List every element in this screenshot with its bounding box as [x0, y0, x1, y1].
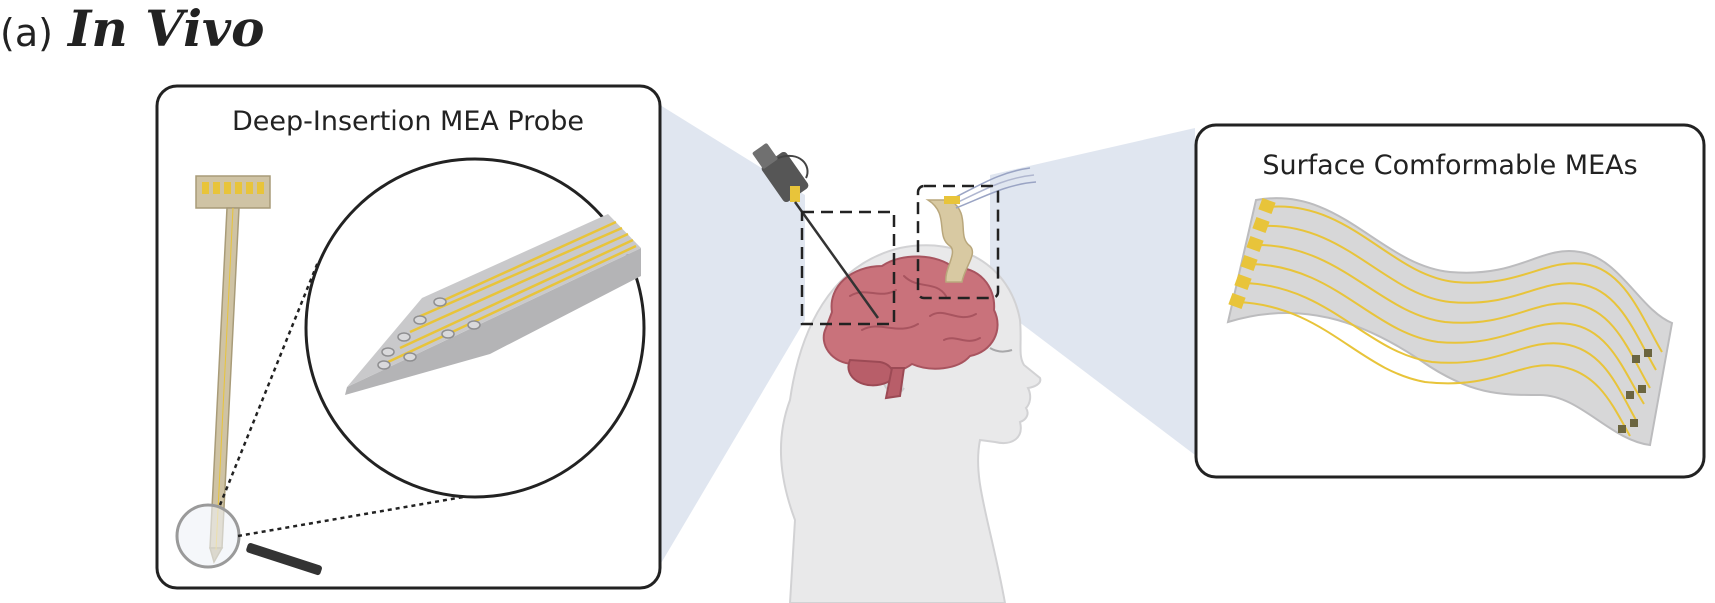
- closed-eye: [989, 347, 1013, 353]
- probe-panel-title: Deep-Insertion MEA Probe: [232, 106, 584, 137]
- panel-label: (a): [0, 11, 53, 55]
- zoom-line-lower: [237, 490, 493, 538]
- flexible-mea-sheet-icon: [1226, 197, 1674, 447]
- zoom-line-upper: [218, 261, 320, 506]
- cerebellum: [847, 358, 895, 387]
- panel-title: In Vivo: [66, 0, 264, 58]
- brain-stem: [884, 367, 906, 400]
- surface-focus-box: [916, 184, 1000, 300]
- surface-panel-title: Surface Comformable MEAs: [1262, 150, 1637, 181]
- insertion-tool-icon: [752, 143, 880, 319]
- probe-tip-zoom: [304, 157, 646, 499]
- magnifier-icon: [175, 503, 322, 576]
- probe-panel: Deep-Insertion MEA Probe: [155, 84, 662, 590]
- right-projection-wedge: [990, 128, 1195, 455]
- probe-focus-box: [800, 210, 896, 326]
- surface-mea-ribbon: [925, 167, 1037, 283]
- surface-panel: Surface Comformable MEAs: [1194, 123, 1706, 479]
- brain-sulci: [849, 275, 981, 342]
- head-illustration: [752, 143, 1042, 603]
- left-projection-wedge: [660, 105, 805, 565]
